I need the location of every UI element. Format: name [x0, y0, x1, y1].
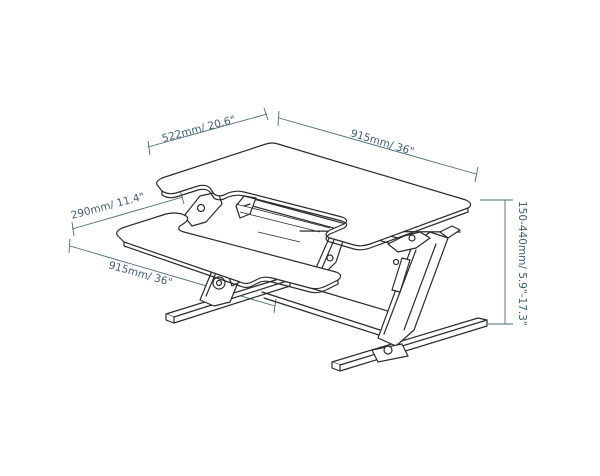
right-upper-bracket	[387, 225, 461, 253]
left-upper-bracket	[183, 191, 257, 227]
dimension-height-range: 150-440mm/ 5.9"-17.3"	[480, 199, 528, 326]
desk-width-label: 915mm/ 36"	[349, 127, 415, 158]
desk-underside-rail	[235, 203, 331, 243]
inner-lift-arm	[315, 231, 347, 275]
desk-top	[156, 142, 472, 251]
keyboard-width-label: 915mm/ 36"	[107, 259, 173, 289]
height-range-label: 150-440mm/ 5.9"-17.3"	[516, 201, 528, 326]
desk-depth-label: 522mm/ 20.6"	[161, 114, 237, 145]
dimension-desk-depth: 522mm/ 20.6"	[147, 107, 269, 156]
keyboard-depth-label: 290mm/ 11.4"	[70, 191, 146, 222]
keyboard-tray	[116, 212, 342, 294]
